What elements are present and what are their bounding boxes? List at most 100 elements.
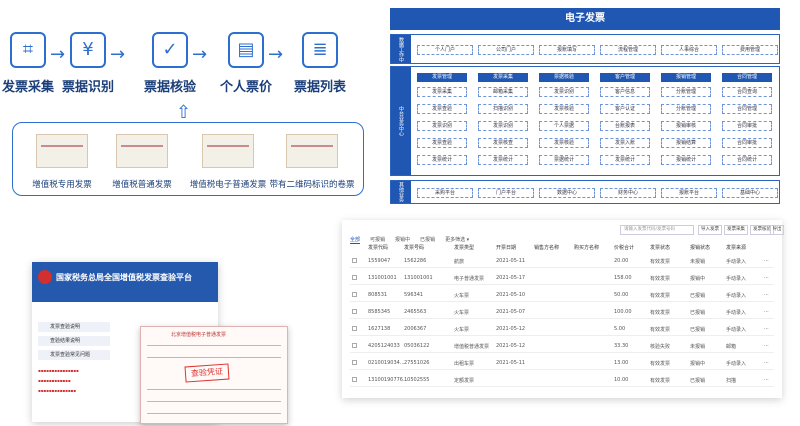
module-cell[interactable]: 扫描识别 (478, 104, 528, 114)
row-checkbox[interactable] (352, 275, 357, 280)
column-header[interactable]: 价税合计 (614, 245, 635, 251)
toolbar-button[interactable]: 导入发票 (698, 225, 722, 235)
filter-tab[interactable]: 更多筛选 ▾ (445, 237, 470, 243)
module-cell[interactable]: 个人票据 (539, 121, 589, 131)
table-cell[interactable]: ··· (764, 258, 769, 264)
column-header[interactable]: 发票来源 (726, 245, 747, 251)
table-cell: 报销中 (690, 276, 706, 282)
table-cell: 5.00 (614, 326, 626, 332)
module-cell[interactable]: 发票查验 (417, 104, 467, 114)
module-cell[interactable]: 客户认证 (600, 104, 650, 114)
module-cell[interactable]: 邮箱采集 (478, 87, 528, 97)
module-cell[interactable]: 基础中心 (722, 188, 778, 198)
flow-step-label: 票据核验 (143, 80, 196, 95)
table-cell[interactable]: ··· (764, 292, 769, 298)
module-cell[interactable]: 分账管理 (661, 104, 711, 114)
filter-tab[interactable]: 报销中 (395, 237, 411, 243)
table-cell[interactable]: ··· (764, 275, 769, 281)
module-cell[interactable]: 费用管理 (722, 45, 778, 55)
module-cell[interactable]: 财务中心 (600, 188, 656, 198)
table-cell: 手动录入 (726, 361, 747, 367)
module-cell[interactable]: 发票核验 (539, 138, 589, 148)
toolbar-button[interactable]: 导出 (770, 225, 784, 235)
table-cell[interactable]: ··· (764, 309, 769, 315)
row-checkbox[interactable] (352, 258, 357, 263)
column-header[interactable]: 发票号码 (404, 245, 425, 251)
table-cell: 火车票 (454, 310, 470, 316)
module-cell[interactable]: 报销统计 (661, 155, 711, 165)
module-cell[interactable]: 数据中心 (539, 188, 595, 198)
search-input[interactable]: 请输入发票代码/发票号码 (620, 225, 694, 235)
module-cell[interactable]: 报账填写 (539, 45, 595, 55)
module-cell[interactable]: 票据统计 (539, 155, 589, 165)
module-cell[interactable]: 报销结算 (661, 138, 711, 148)
filter-tab[interactable]: 全部 (350, 237, 361, 244)
table-cell[interactable]: ··· (764, 343, 769, 349)
table-cell[interactable]: ··· (764, 377, 769, 383)
row-checkbox[interactable] (352, 326, 357, 331)
module-cell[interactable]: 合同审批 (722, 138, 772, 148)
module-cell[interactable]: 客户信息 (600, 87, 650, 97)
module-cell[interactable]: 发票统计 (478, 155, 528, 165)
row-checkbox[interactable] (352, 309, 357, 314)
column-header[interactable]: 开票日期 (496, 245, 517, 251)
column-header[interactable]: 销售方名称 (534, 245, 560, 251)
module-cell[interactable]: 发票入账 (600, 138, 650, 148)
column-header[interactable]: 发票类型 (454, 245, 475, 251)
document-type-label: 增值税电子普通发票 (189, 180, 267, 190)
module-cell[interactable]: 门户平台 (478, 188, 534, 198)
verify-menu-item[interactable]: 发票查验说明 (38, 322, 110, 332)
module-cell[interactable]: 发票采集 (417, 87, 467, 97)
filter-tab[interactable]: 已报销 (420, 237, 436, 243)
module-cell[interactable]: 发票核验 (539, 104, 589, 114)
toolbar-button[interactable]: 发票核验 (750, 225, 774, 235)
toolbar-button[interactable]: 发票采集 (724, 225, 748, 235)
row-checkbox[interactable] (352, 343, 357, 348)
module-cell[interactable]: 发票识别 (539, 87, 589, 97)
module-cell[interactable]: 台账报表 (600, 121, 650, 131)
einvoice-title: 电子发票 (390, 8, 780, 30)
column-header[interactable]: 发票代码 (368, 245, 389, 251)
module-cell[interactable]: 采购平台 (417, 188, 473, 198)
module-cell[interactable]: 报销审核 (661, 121, 711, 131)
module-cell[interactable]: 合同管理 (722, 104, 772, 114)
table-cell[interactable]: ··· (764, 326, 769, 332)
module-cell[interactable]: 人事综合 (661, 45, 717, 55)
table-cell: 2021-05-12 (496, 326, 526, 332)
module-cell[interactable]: 发票核查 (478, 138, 528, 148)
row-checkbox[interactable] (352, 360, 357, 365)
module-cell[interactable]: 发票统计 (417, 155, 467, 165)
row-checkbox[interactable] (352, 377, 357, 382)
module-cell[interactable]: 发票识别 (417, 121, 467, 131)
module-cell[interactable]: 公司门户 (478, 45, 534, 55)
table-cell: 已报销 (690, 310, 706, 316)
module-cell[interactable]: 分账管理 (661, 87, 711, 97)
table-cell[interactable]: ··· (764, 360, 769, 366)
module-cell[interactable]: 合同查询 (722, 87, 772, 97)
module-cell[interactable]: 发票统计 (600, 155, 650, 165)
module-cell[interactable]: 发票识别 (478, 121, 528, 131)
filter-tab[interactable]: 可报销 (370, 237, 386, 243)
module-cell[interactable]: 合同审批 (722, 121, 772, 131)
receipt-line (147, 345, 281, 346)
verified-stamp: 查验凭证 (184, 363, 230, 383)
column-header[interactable]: 报销状态 (690, 245, 711, 251)
verify-menu-item[interactable]: 发票查验常见问题 (38, 350, 110, 360)
module-cell[interactable]: 合同统计 (722, 155, 772, 165)
module-cell[interactable]: 报账平台 (661, 188, 717, 198)
row-checkbox[interactable] (352, 292, 357, 297)
module-cell[interactable]: 发票查验 (417, 138, 467, 148)
verify-menu-item[interactable]: 查验结果说明 (38, 336, 110, 346)
column-header[interactable]: 发票状态 (650, 245, 671, 251)
column-header[interactable]: 购买方名称 (574, 245, 600, 251)
module-cell[interactable]: 个人门户 (417, 45, 473, 55)
module-cell[interactable]: 流程管理 (600, 45, 656, 55)
